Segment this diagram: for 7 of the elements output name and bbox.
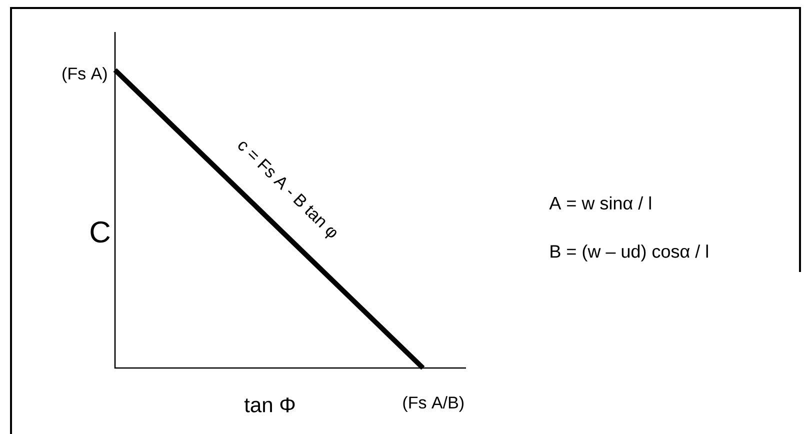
point-label: (Fs A)	[62, 67, 107, 83]
equation: A = w sinα / l	[549, 196, 651, 210]
axis-label: tan Φ	[244, 398, 295, 412]
equation: B = (w – ud) cosα / l	[550, 244, 708, 262]
point-label: (Fs A/B)	[403, 396, 464, 412]
axis-label: C	[90, 221, 110, 243]
line-equation: c = Fs A - B tan φ	[238, 142, 336, 239]
